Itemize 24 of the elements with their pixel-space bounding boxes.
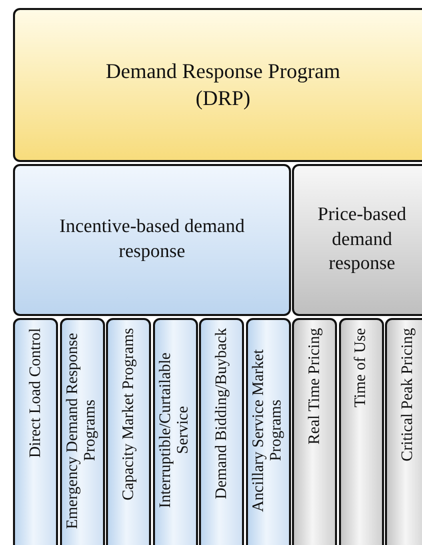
program-type-box (152, 318, 198, 545)
program-type-box (13, 318, 58, 545)
program-type-label: Critical Peak Pricing (398, 328, 416, 462)
program-type-label: Time of Use (352, 328, 370, 408)
program-type-label: Ancillary Service Market Programs (250, 348, 286, 514)
category-label: Price-based demand response (316, 202, 408, 276)
program-type-box (292, 318, 337, 545)
category-label: Incentive-based demand response (58, 215, 246, 264)
program-type-box (338, 318, 384, 545)
program-type-label: Direct Load Control (26, 328, 44, 458)
program-type-box (385, 318, 422, 545)
program-title: Demand Response Program (DRP) (104, 58, 342, 112)
program-type-box (199, 318, 244, 545)
program-type-label: Interruptible/Curtailable Service (157, 352, 193, 510)
category-box (292, 164, 422, 316)
program-type-label: Demand Bidding/Buyback (212, 328, 230, 500)
program-type-box (106, 318, 151, 545)
program-type-box (60, 318, 104, 545)
program-type-label: Emergency Demand Response Programs (64, 331, 100, 531)
category-box (13, 164, 291, 316)
program-type-label: Capacity Market Programs (120, 328, 138, 500)
program-type-label: Real Time Pricing (306, 328, 324, 444)
program-box (13, 8, 422, 162)
program-type-box (246, 318, 290, 545)
